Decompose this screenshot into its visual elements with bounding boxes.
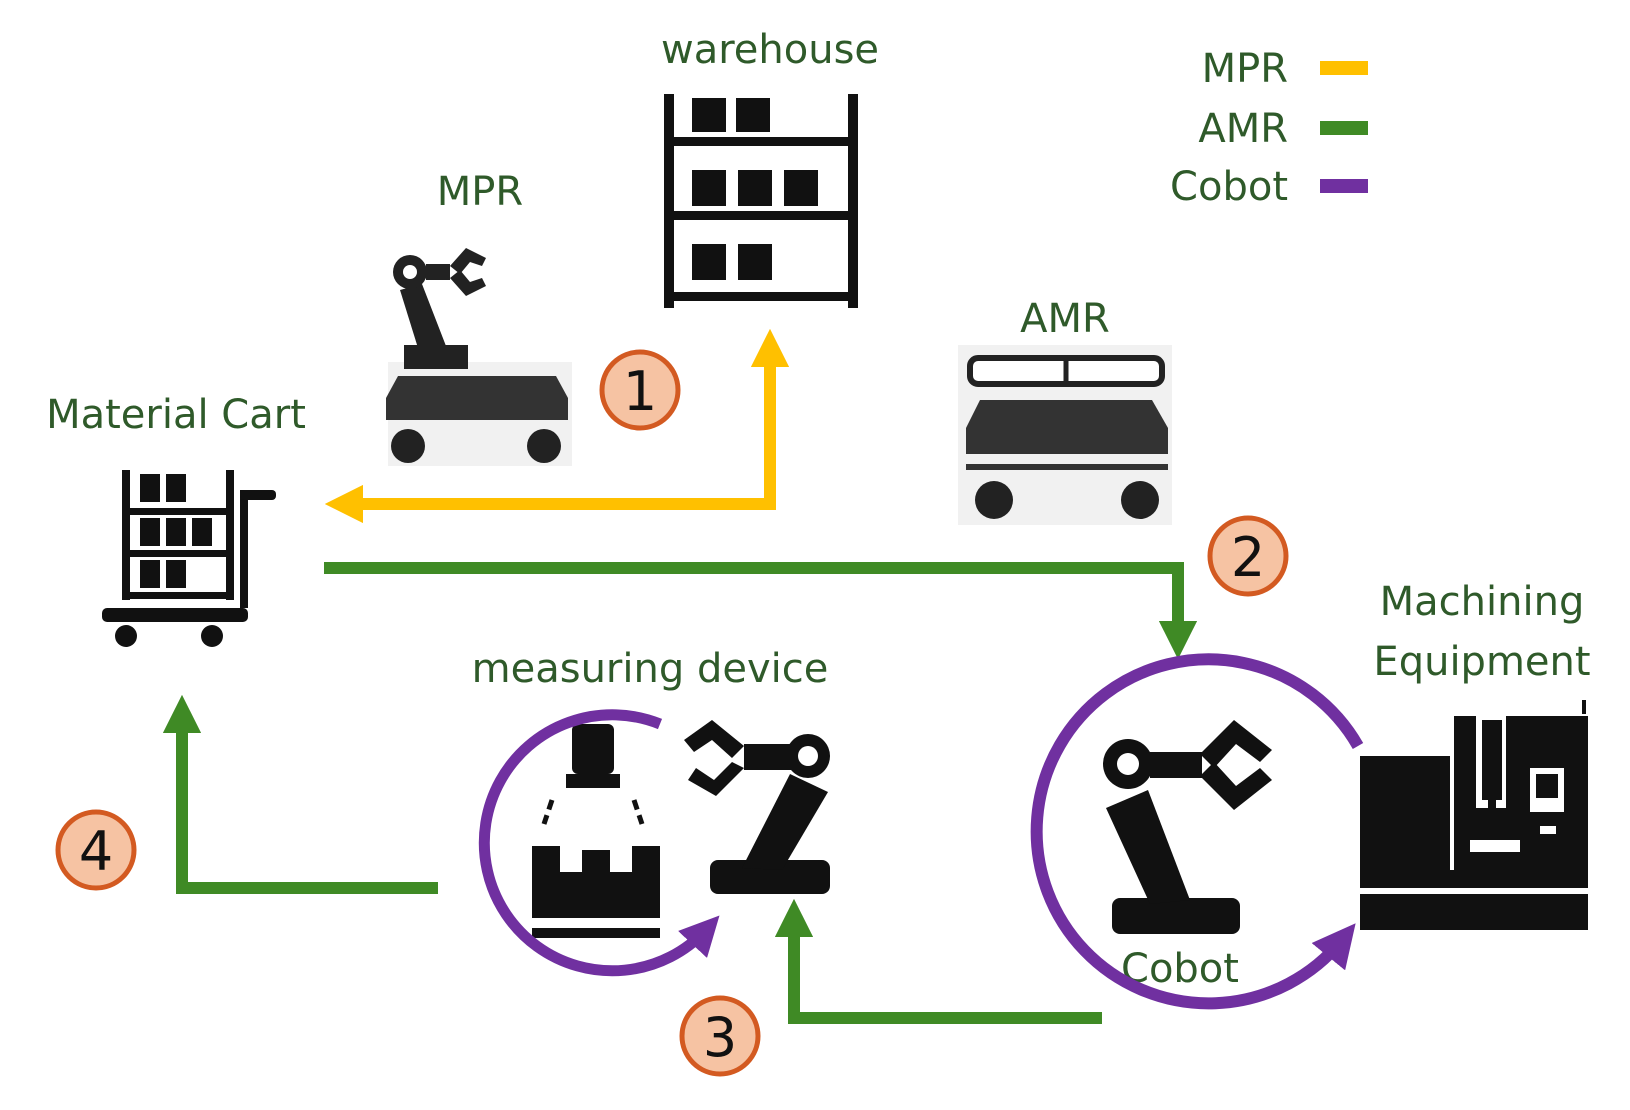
cobot-arm-icon [1103,720,1272,934]
mpr-robot-icon [386,248,572,466]
step-number-1: 1 [623,360,657,423]
amr-route-cobot-to-measuring [774,898,1102,1024]
measuring-robot-arm-icon [684,720,830,894]
machining-equipment-label-line1: Machining [1380,579,1585,625]
step-number-3: 3 [703,1006,737,1069]
machining-equipment-label-line2: Equipment [1373,639,1590,685]
mpr-route-arrow [324,328,790,524]
step-number-4: 4 [79,820,113,883]
measuring-device-label: measuring device [472,646,829,692]
step-badge-1: 1 [599,349,681,431]
mpr-label: MPR [437,169,523,215]
step-badge-3: 3 [679,995,761,1077]
legend-label-cobot: Cobot [1170,164,1288,210]
cobot-loop-measuring [478,709,720,977]
amr-robot-icon [958,345,1172,525]
amr-route-measuring-to-cart [162,694,438,894]
cobot-loop-machining [1030,653,1364,1010]
step-badge-4: 4 [55,809,137,891]
amr-route-cart-to-cobot [324,562,1198,660]
warehouse-label: warehouse [661,27,879,73]
legend-label-mpr: MPR [1202,46,1288,92]
material-cart-label: Material Cart [46,392,306,438]
step-badge-2: 2 [1207,515,1289,597]
warehouse-shelf-icon [664,94,858,308]
measuring-device-icon [532,724,660,938]
machining-equipment-icon [1360,700,1588,930]
step-number-2: 2 [1231,526,1265,589]
amr-label: AMR [1020,296,1110,342]
legend: MPR AMR Cobot [1170,46,1368,210]
material-cart-icon [102,470,276,647]
legend-label-amr: AMR [1198,106,1288,152]
